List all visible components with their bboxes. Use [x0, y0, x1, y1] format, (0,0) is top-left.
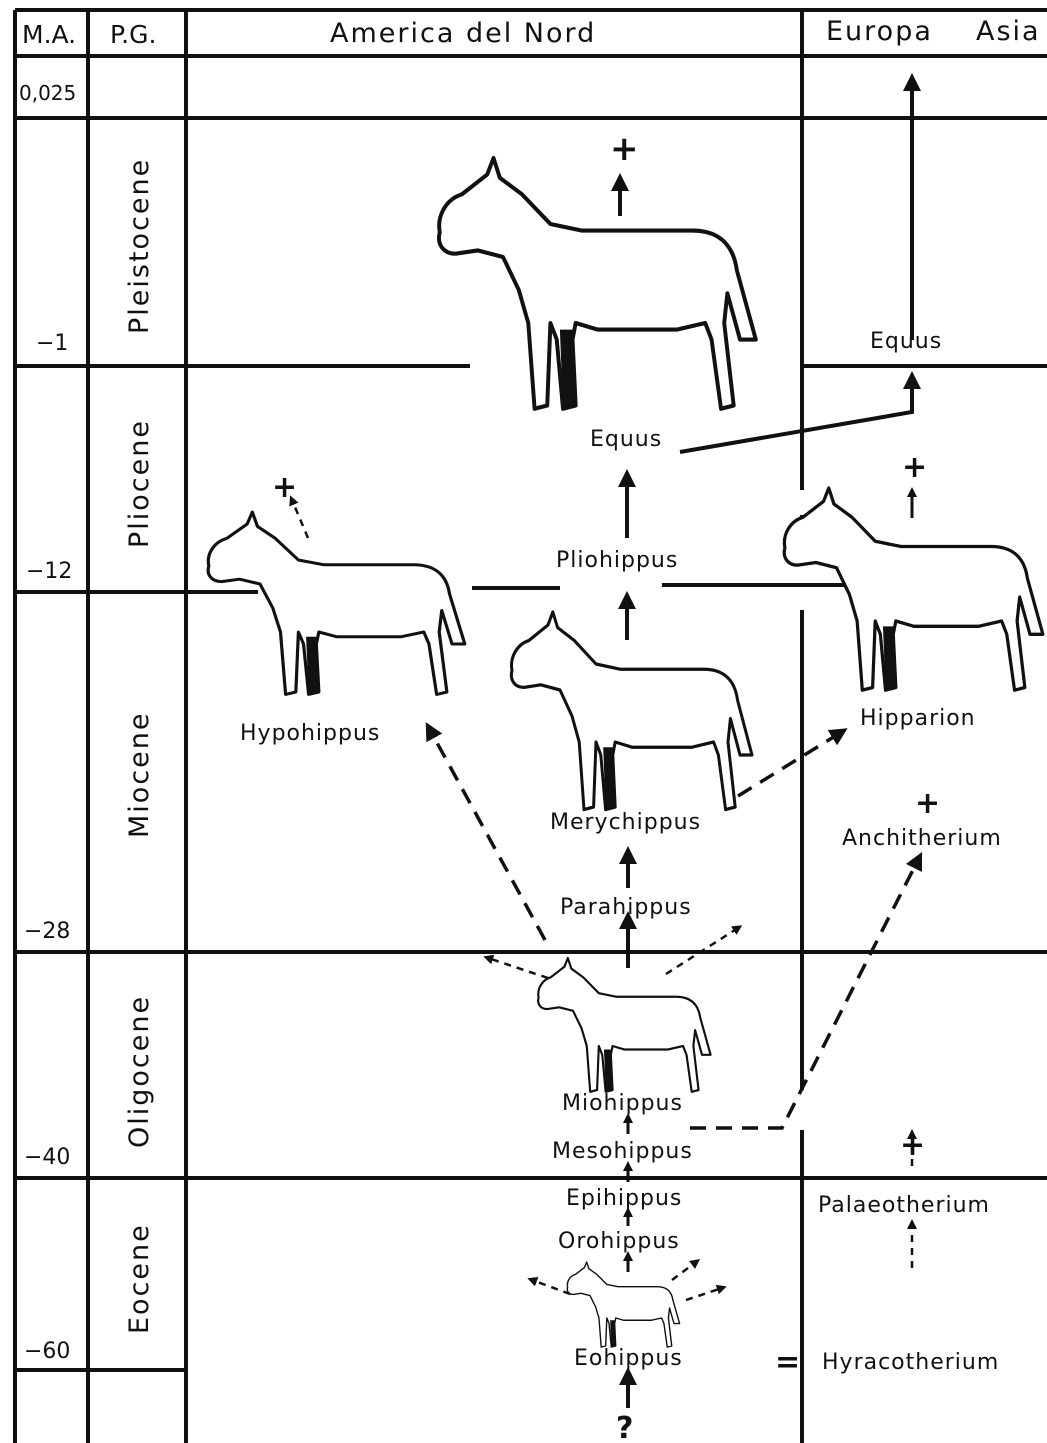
ma-column: 0,025 −1 −12 −28 −40 −60: [19, 81, 76, 1364]
label-mesohippus: Mesohippus: [552, 1139, 693, 1164]
epoch-pliocene: Pliocene: [124, 419, 155, 548]
header-ma: M.A.: [22, 20, 76, 49]
ma-value: −1: [36, 331, 68, 356]
extinct-mark: +: [902, 450, 927, 485]
epoch-eocene: Eocene: [124, 1223, 155, 1334]
header-pg: P.G.: [110, 20, 156, 49]
label-epihippus: Epihippus: [566, 1186, 682, 1211]
epoch-column: Pleistocene Pliocene Miocene Oligocene E…: [124, 158, 155, 1334]
ma-value: 0,025: [19, 81, 76, 105]
horse-hypohippus-illustration: [208, 512, 465, 694]
label-parahippus: Parahippus: [560, 895, 692, 920]
header-row: M.A. P.G. America del Nord Europa Asia: [22, 16, 1041, 49]
ma-value: −40: [24, 1145, 70, 1170]
header-europa: Europa: [826, 16, 933, 47]
equivalence-mark: =: [775, 1345, 800, 1380]
ma-value: −28: [24, 919, 70, 944]
label-eohippus: Eohippus: [574, 1346, 683, 1371]
label-orohippus: Orohippus: [558, 1229, 680, 1254]
extinct-mark: +: [272, 470, 297, 505]
extinct-mark: +: [915, 786, 940, 821]
horse-eohippus-illustration: [567, 1262, 679, 1347]
label-miohippus: Miohippus: [562, 1091, 683, 1116]
epoch-oligocene: Oligocene: [124, 995, 155, 1148]
ma-value: −12: [26, 559, 72, 584]
header-asia: Asia: [976, 16, 1041, 47]
label-pliohippus: Pliohippus: [556, 548, 678, 573]
horse-miohippus-illustration: [538, 958, 710, 1092]
label-hyracotherium: Hyracotherium: [822, 1350, 999, 1375]
horse-hipparion-illustration: [784, 488, 1043, 690]
eurasia-genera: Equus Hipparion Anchitherium Palaeotheri…: [818, 329, 1002, 1375]
extinct-mark: +: [900, 1128, 925, 1163]
horse-equus-illustration: [439, 158, 756, 409]
label-merychippus: Merychippus: [550, 810, 701, 835]
extinct-mark: +: [610, 129, 639, 169]
label-equus-eurasia: Equus: [870, 329, 942, 354]
horse-merychippus-illustration: [511, 612, 752, 810]
header-america: America del Nord: [330, 18, 596, 49]
label-hypohippus: Hypohippus: [240, 721, 380, 746]
ma-value: −60: [24, 1339, 70, 1364]
epoch-pleistocene: Pleistocene: [124, 158, 155, 334]
label-anchitherium: Anchitherium: [842, 826, 1002, 851]
label-palaeotherium: Palaeotherium: [818, 1193, 990, 1218]
epoch-miocene: Miocene: [124, 712, 155, 839]
label-hipparion: Hipparion: [860, 706, 976, 731]
unknown-origin-mark: ?: [616, 1411, 633, 1443]
label-equus-na: Equus: [590, 427, 662, 452]
